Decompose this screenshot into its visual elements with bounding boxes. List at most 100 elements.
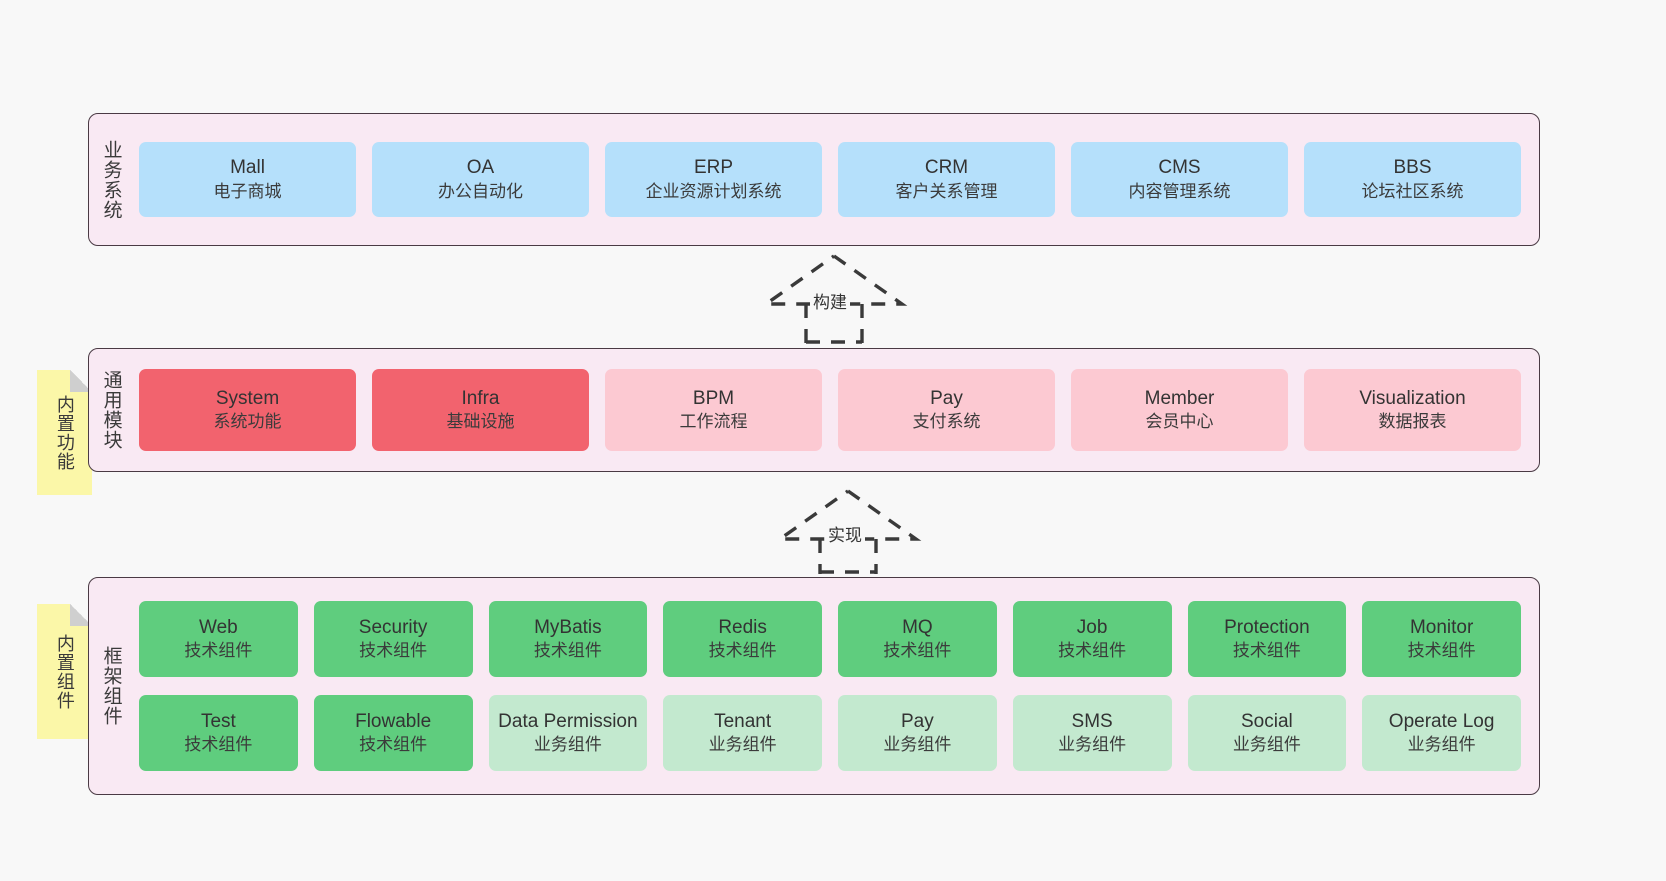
node-security[interactable]: Security 技术组件 (313, 601, 473, 677)
node-subtitle: 业务组件 (708, 735, 777, 755)
node-subtitle: 技术组件 (883, 641, 952, 661)
node-redis[interactable]: Redis 技术组件 (663, 601, 822, 677)
layer-panel-business: 业务系统 Mall 电子商城 OA 办公自动化 ERP 企业资源计划系统 CRM… (88, 113, 1540, 246)
sticky-note-builtin-features: 内置功能 (37, 370, 92, 495)
node-subtitle: 数据报表 (1378, 412, 1447, 432)
node-title: BPM (692, 387, 735, 409)
node-subtitle: 内容管理系统 (1128, 181, 1231, 201)
node-title: Protection (1224, 616, 1310, 638)
panel-body-common: System 系统功能 Infra 基础设施 BPM 工作流程 Pay 支付系统… (133, 349, 1539, 471)
node-oa[interactable]: OA 办公自动化 (372, 142, 589, 217)
node-subtitle: 支付系统 (912, 412, 981, 432)
node-subtitle: 业务组件 (883, 735, 952, 755)
connector-implement: 实现 (768, 487, 928, 574)
node-subtitle: 论坛社区系统 (1361, 181, 1464, 201)
node-subtitle: 技术组件 (359, 641, 428, 661)
node-subtitle: 技术组件 (1407, 641, 1476, 661)
node-operate-log[interactable]: Operate Log 业务组件 (1362, 695, 1521, 771)
node-title: SMS (1071, 710, 1113, 732)
node-title: CRM (924, 157, 969, 179)
node-title: MyBatis (534, 616, 602, 638)
node-cms[interactable]: CMS 内容管理系统 (1071, 142, 1288, 217)
node-test[interactable]: Test 技术组件 (139, 695, 298, 771)
node-member[interactable]: Member 会员中心 (1071, 369, 1288, 451)
node-subtitle: 基础设施 (446, 412, 515, 432)
panel-body-business: Mall 电子商城 OA 办公自动化 ERP 企业资源计划系统 CRM 客户关系… (133, 114, 1539, 245)
node-social[interactable]: Social 业务组件 (1187, 695, 1347, 771)
node-title: Pay (930, 387, 963, 409)
node-job[interactable]: Job 技术组件 (1012, 601, 1172, 677)
node-sms[interactable]: SMS 业务组件 (1012, 695, 1172, 771)
panel-label-common: 通用模块 (100, 370, 122, 450)
node-monitor[interactable]: Monitor 技术组件 (1362, 601, 1521, 677)
node-subtitle: 技术组件 (359, 735, 428, 755)
node-erp[interactable]: ERP 企业资源计划系统 (605, 142, 822, 217)
sticky-note-text: 内置功能 (54, 394, 75, 471)
node-tenant[interactable]: Tenant 业务组件 (663, 695, 822, 771)
node-subtitle: 企业资源计划系统 (645, 181, 782, 201)
node-title: Monitor (1409, 616, 1474, 638)
node-visualization[interactable]: Visualization 数据报表 (1304, 369, 1521, 451)
node-mq[interactable]: MQ 技术组件 (838, 601, 997, 677)
node-title: Security (358, 616, 428, 638)
node-row: Mall 电子商城 OA 办公自动化 ERP 企业资源计划系统 CRM 客户关系… (139, 142, 1521, 217)
node-title: Tenant (714, 710, 772, 732)
node-subtitle: 客户关系管理 (895, 181, 998, 201)
node-protection[interactable]: Protection 技术组件 (1187, 601, 1347, 677)
panel-body-framework: Web 技术组件 Security 技术组件 MyBatis 技术组件 Redi… (133, 578, 1539, 794)
node-title: BBS (1393, 157, 1432, 179)
layer-panel-common: 通用模块 System 系统功能 Infra 基础设施 BPM 工作流程 Pay… (88, 348, 1540, 472)
node-data-permission[interactable]: Data Permission 业务组件 (488, 695, 648, 771)
layer-panel-framework: 框架组件 Web 技术组件 Security 技术组件 MyBatis 技术组件… (88, 577, 1540, 795)
node-subtitle: 技术组件 (1058, 641, 1127, 661)
connector-label-build: 构建 (810, 288, 850, 313)
connector-build: 构建 (754, 252, 914, 344)
node-subtitle: 技术组件 (184, 641, 253, 661)
connector-label-implement: 实现 (825, 521, 865, 546)
node-subtitle: 技术组件 (533, 641, 602, 661)
node-title: Flowable (355, 710, 432, 732)
node-title: Pay (901, 710, 934, 732)
node-subtitle: 技术组件 (1232, 641, 1301, 661)
node-subtitle: 技术组件 (708, 641, 777, 661)
node-title: MQ (902, 616, 933, 638)
node-row: System 系统功能 Infra 基础设施 BPM 工作流程 Pay 支付系统… (139, 369, 1521, 451)
node-title: Infra (461, 387, 500, 409)
node-title: Member (1144, 387, 1215, 409)
node-crm[interactable]: CRM 客户关系管理 (838, 142, 1055, 217)
node-bpm[interactable]: BPM 工作流程 (605, 369, 822, 451)
node-subtitle: 业务组件 (533, 735, 602, 755)
sticky-note-builtin-components: 内置组件 (37, 604, 92, 739)
node-title: OA (466, 157, 495, 179)
node-infra[interactable]: Infra 基础设施 (372, 369, 589, 451)
node-title: Redis (718, 616, 767, 638)
node-subtitle: 业务组件 (1232, 735, 1301, 755)
node-subtitle: 会员中心 (1145, 412, 1214, 432)
node-title: Test (200, 710, 236, 732)
node-title: Web (199, 616, 238, 638)
node-bbs[interactable]: BBS 论坛社区系统 (1304, 142, 1521, 217)
node-title: Social (1241, 710, 1293, 732)
node-subtitle: 电子商城 (213, 181, 282, 201)
node-subtitle: 业务组件 (1407, 735, 1476, 755)
node-pay-module[interactable]: Pay 支付系统 (838, 369, 1055, 451)
node-system[interactable]: System 系统功能 (139, 369, 356, 451)
node-subtitle: 业务组件 (1058, 735, 1127, 755)
node-web[interactable]: Web 技术组件 (139, 601, 298, 677)
sticky-note-text: 内置组件 (54, 633, 75, 710)
node-title: Mall (230, 157, 265, 179)
node-subtitle: 技术组件 (184, 735, 253, 755)
node-title: ERP (693, 157, 734, 179)
node-subtitle: 系统功能 (213, 412, 282, 432)
node-title: Operate Log (1388, 710, 1495, 732)
node-mall[interactable]: Mall 电子商城 (139, 142, 356, 217)
node-subtitle: 办公自动化 (438, 181, 523, 201)
node-title: Job (1076, 616, 1108, 638)
node-mybatis[interactable]: MyBatis 技术组件 (488, 601, 648, 677)
node-title: Data Permission (498, 710, 638, 732)
node-row: Test 技术组件 Flowable 技术组件 Data Permission … (139, 695, 1521, 771)
node-flowable[interactable]: Flowable 技术组件 (313, 695, 473, 771)
node-title: Visualization (1359, 387, 1466, 409)
node-pay-component[interactable]: Pay 业务组件 (838, 695, 997, 771)
node-title: System (215, 387, 280, 409)
